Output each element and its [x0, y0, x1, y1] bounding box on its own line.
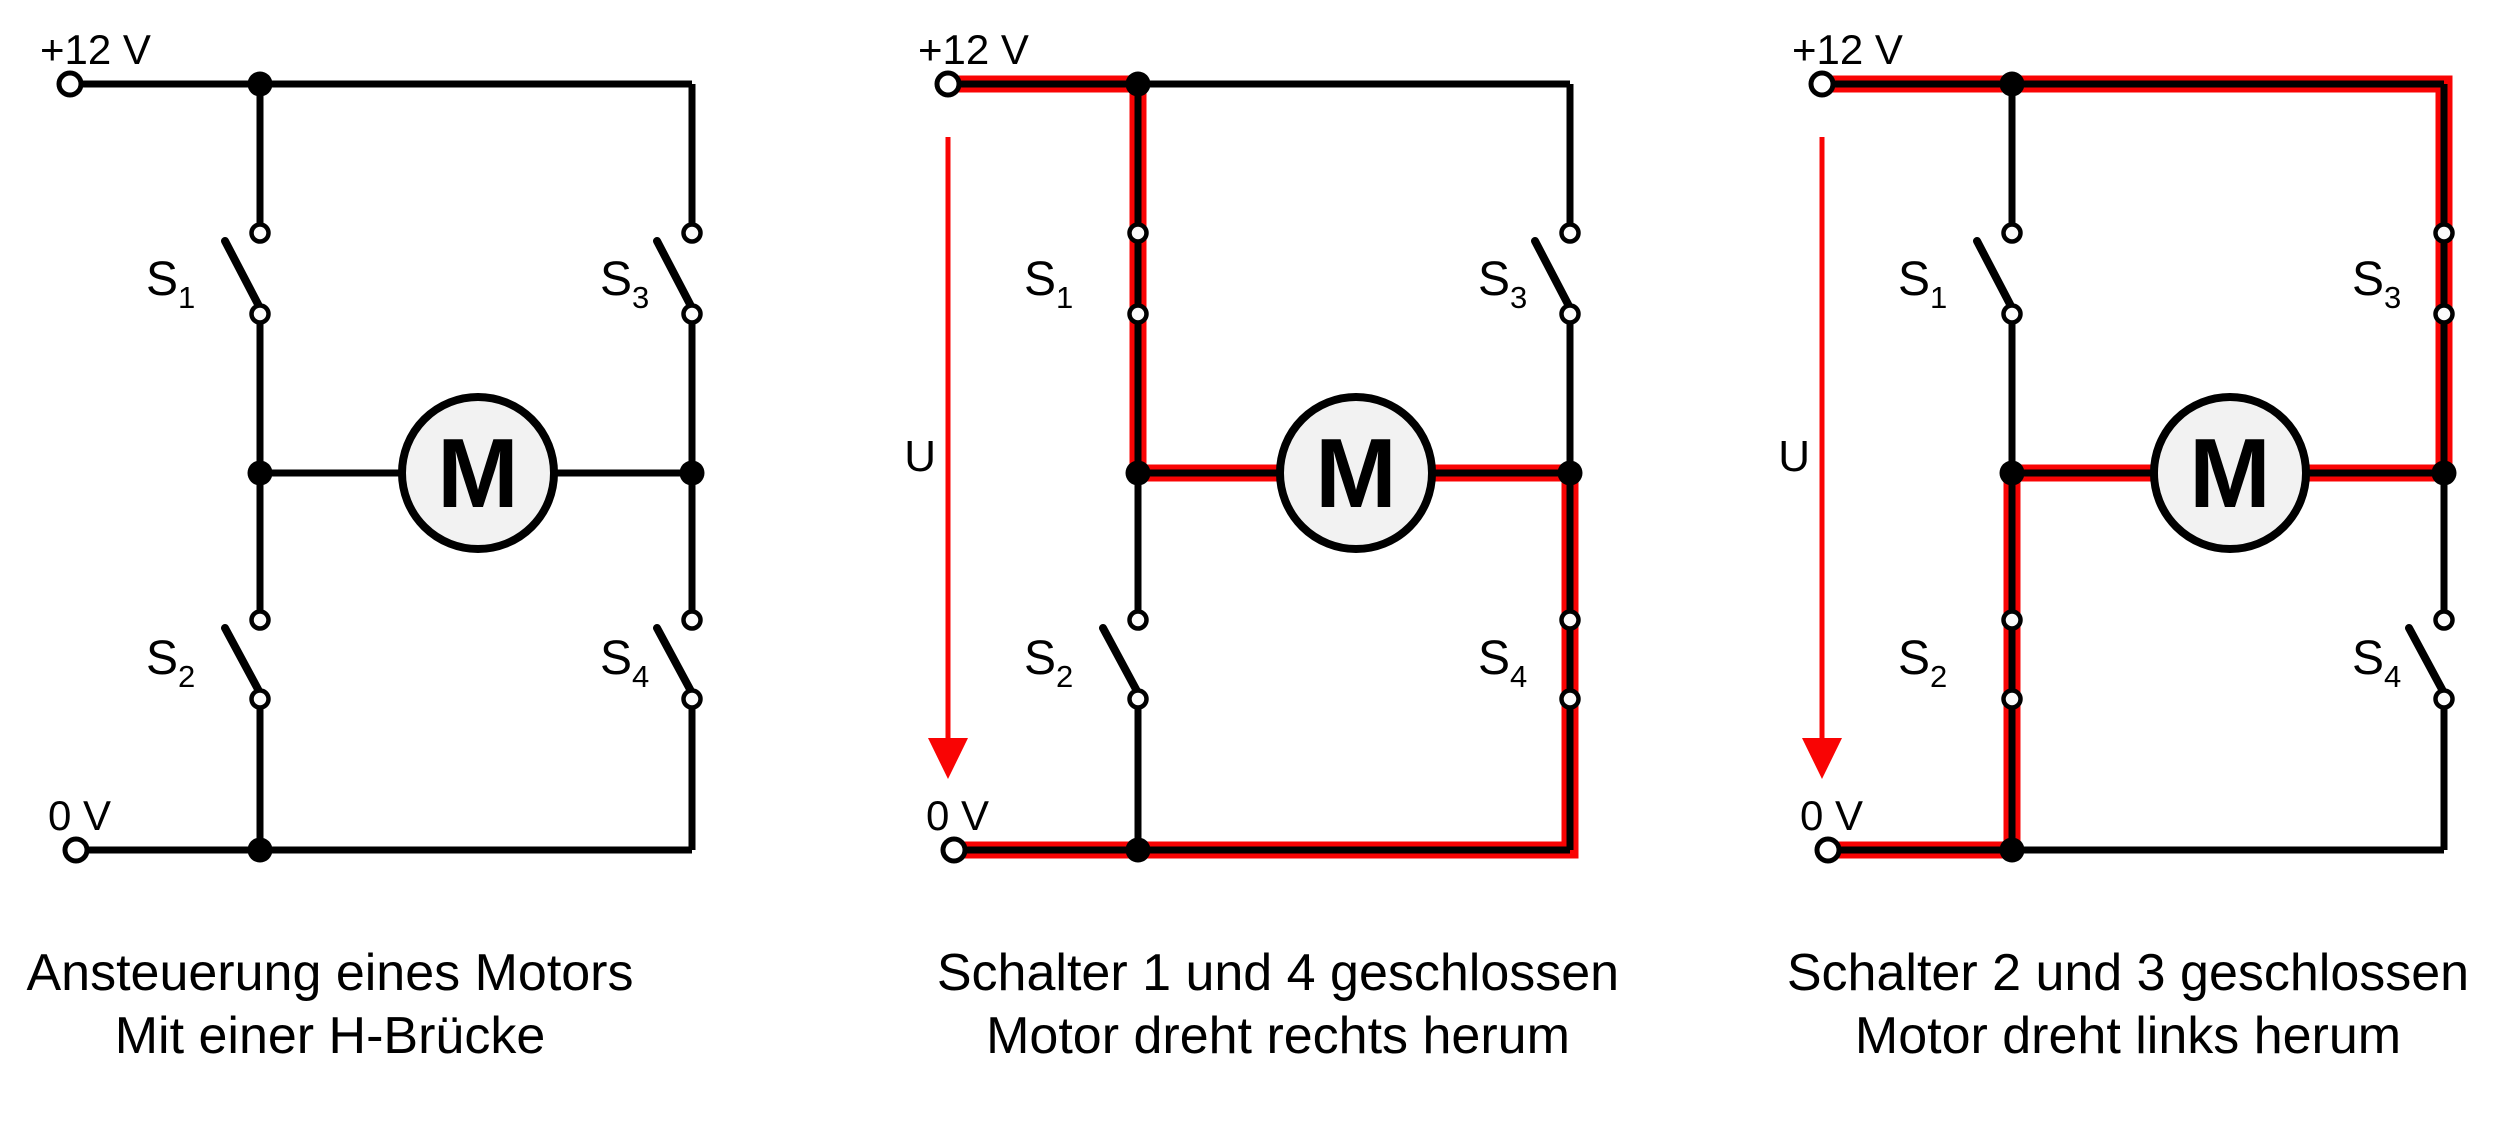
- switch-label-s4: S4: [2352, 632, 2401, 694]
- switch-contact: [681, 609, 703, 631]
- junction-dot: [247, 837, 273, 863]
- junction-dot: [1125, 837, 1151, 863]
- switch-s2-open-blade: [221, 624, 264, 697]
- switch-contact: [1559, 609, 1581, 631]
- switch-s3-open-blade: [1531, 237, 1574, 312]
- junction-dot: [1999, 837, 2025, 863]
- switch-s4-open-blade: [2405, 624, 2448, 697]
- switch-contact: [2001, 303, 2023, 325]
- junction-dot: [1999, 71, 2025, 97]
- caption-line-1: Schalter 1 und 4 geschlossen: [937, 944, 1619, 1002]
- switch-label-s2: S2: [146, 632, 195, 694]
- ground-voltage-label: 0 V: [926, 792, 989, 839]
- switch-s3-open-blade: [653, 237, 696, 312]
- switch-contact: [1127, 609, 1149, 631]
- voltage-label: U: [1778, 432, 1810, 481]
- supply-voltage-label: +12 V: [1792, 26, 1903, 73]
- switch-label-s1: S1: [1024, 253, 1073, 315]
- supply-terminal: [56, 70, 84, 98]
- ground-terminal: [940, 836, 968, 864]
- supply-voltage-label: +12 V: [918, 26, 1029, 73]
- switch-contact: [1127, 303, 1149, 325]
- current-path-highlight: [1824, 75, 2453, 859]
- switch-label-s4: S4: [1478, 632, 1527, 694]
- switch-s2-open-blade: [1099, 624, 1142, 697]
- switch-label-s3: S3: [1478, 253, 1527, 315]
- ground-terminal: [1814, 836, 1842, 864]
- junction-dot: [679, 460, 705, 486]
- switch-label-s1: S1: [1898, 253, 1947, 315]
- junction-dot: [247, 460, 273, 486]
- junction-dot: [1557, 460, 1583, 486]
- switch-label-s3: S3: [2352, 253, 2401, 315]
- motor-circle: [398, 393, 558, 553]
- junction-dot: [1125, 71, 1151, 97]
- switch-label-s3: S3: [600, 253, 649, 315]
- voltage-arrowhead: [1802, 738, 1842, 779]
- motor-circle: [1276, 393, 1436, 553]
- switch-contact: [2433, 688, 2455, 710]
- switch-contact: [2001, 688, 2023, 710]
- motor-label: M: [1315, 418, 1397, 528]
- junction-dot: [1999, 460, 2025, 486]
- caption-line-2: Motor dreht links herum: [1855, 1007, 2401, 1065]
- switch-contact: [2001, 609, 2023, 631]
- switch-contact: [249, 609, 271, 631]
- switch-s1-open-blade: [221, 237, 264, 312]
- switch-contact: [1559, 222, 1581, 244]
- switch-contact: [1127, 688, 1149, 710]
- switch-label-s2: S2: [1024, 632, 1073, 694]
- switch-label-s4: S4: [600, 632, 649, 694]
- ground-terminal: [62, 836, 90, 864]
- caption-line-2: Motor dreht rechts herum: [986, 1007, 1570, 1065]
- motor-label: M: [2189, 418, 2271, 528]
- switch-contact: [249, 222, 271, 244]
- switch-s4-open-blade: [653, 624, 696, 697]
- switch-contact: [1559, 688, 1581, 710]
- caption-line-2: Mit einer H-Brücke: [115, 1007, 546, 1065]
- switch-contact: [2433, 222, 2455, 244]
- supply-voltage-label: +12 V: [40, 26, 151, 73]
- junction-dot: [247, 71, 273, 97]
- switch-contact: [249, 688, 271, 710]
- voltage-label: U: [904, 432, 936, 481]
- motor-circle: [2150, 393, 2310, 553]
- switch-s1-open-blade: [1973, 237, 2016, 312]
- switch-contact: [681, 303, 703, 325]
- switch-contact: [249, 303, 271, 325]
- switch-contact: [2001, 222, 2023, 244]
- junction-dot: [2431, 460, 2457, 486]
- caption-line-1: Schalter 2 und 3 geschlossen: [1787, 944, 2469, 1002]
- switch-contact: [681, 688, 703, 710]
- supply-terminal: [1808, 70, 1836, 98]
- junction-dot: [1125, 460, 1151, 486]
- ground-voltage-label: 0 V: [1800, 792, 1863, 839]
- motor-label: M: [437, 418, 519, 528]
- switch-contact: [1127, 222, 1149, 244]
- supply-terminal: [934, 70, 962, 98]
- voltage-arrowhead: [928, 738, 968, 779]
- switch-label-s2: S2: [1898, 632, 1947, 694]
- ground-voltage-label: 0 V: [48, 792, 111, 839]
- switch-contact: [1559, 303, 1581, 325]
- current-path-highlight: [950, 75, 1579, 859]
- switch-contact: [2433, 303, 2455, 325]
- switch-label-s1: S1: [146, 253, 195, 315]
- switch-contact: [681, 222, 703, 244]
- switch-contact: [2433, 609, 2455, 631]
- caption-line-1: Ansteuerung eines Motors: [26, 944, 633, 1002]
